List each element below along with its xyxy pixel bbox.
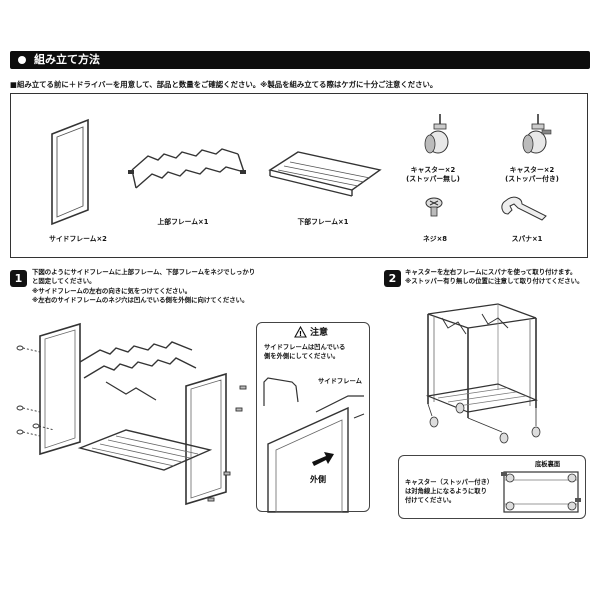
- caution-line-1: サイドフレームは凹んでいる: [264, 344, 346, 351]
- bottom-frame-drawing: [268, 151, 382, 197]
- screw-icon: [425, 197, 443, 217]
- bottom-view-drawing: [501, 471, 581, 513]
- bottom-view-note-2: は対角線上になるように取り: [405, 488, 487, 495]
- step-2-assembly-drawing: [425, 303, 541, 444]
- step-1-line-4: ※左右のサイドフレームのネジ穴は凹んでいる側を外側に向けてください。: [32, 296, 249, 304]
- top-frame-label: 上部フレーム×1: [157, 218, 209, 226]
- intro-text: ■組み立てる前に＋ドライバーを用意して、部品と数量をご確認ください。※製品を組み…: [10, 80, 438, 89]
- caution-detail-drawing: [263, 377, 365, 513]
- screw-label: ネジ×8: [422, 235, 448, 243]
- caution-title: 注意: [310, 328, 329, 338]
- spanner-icon: [501, 196, 547, 221]
- caution-box: [256, 322, 370, 512]
- section-title: 組み立て方法: [34, 53, 100, 66]
- section-title-bar: 組み立て方法: [10, 51, 590, 69]
- caster-stopper-icon: [522, 114, 552, 154]
- top-frame-drawing: [128, 148, 246, 189]
- spanner-label: スパナ×1: [511, 235, 543, 243]
- caster-no-stopper-label: キャスター×2: [410, 166, 456, 174]
- bottom-frame-label: 下部フレーム×1: [297, 218, 349, 226]
- step-1-line-1: 下図のようにサイドフレームに上部フレーム、下部フレームをネジでしっかり: [32, 268, 256, 276]
- step-1-assembly-drawing: [16, 322, 247, 506]
- caster-stopper-label: キャスター×2: [509, 166, 555, 174]
- caution-outside-label: 外側: [310, 475, 326, 484]
- step-2-badge: 2: [384, 270, 401, 287]
- bottom-view-box: [398, 455, 586, 519]
- caster-stopper-note: (ストッパー付き): [505, 175, 559, 183]
- caster-icon: [424, 114, 449, 154]
- side-frame-drawing: [51, 118, 89, 226]
- caution-line-2: 側を外側にしてください。: [264, 353, 340, 360]
- bottom-view-note-1: キャスター（ストッパー付き）: [405, 479, 494, 486]
- bottom-view-note-3: 付けてください。: [405, 497, 456, 504]
- bottom-view-label: 底板裏面: [535, 461, 561, 468]
- step-1-badge: 1: [10, 270, 27, 287]
- bullet-dot-icon: [18, 56, 26, 64]
- step-2-line-2: ※ストッパー有り無しの位置に注意して取り付けてください。: [405, 277, 584, 285]
- step-2-line-1: キャスターを左右フレームにスパナを使って取り付けます。: [405, 268, 577, 276]
- side-frame-label: サイドフレーム×2: [49, 235, 107, 243]
- caster-no-stopper-note: (ストッパー無し): [406, 175, 460, 183]
- step-1-line-2: と固定してください。: [32, 277, 96, 285]
- step-1-line-3: ※サイドフレームの左右の向きに気をつけてください。: [32, 287, 192, 295]
- caution-side-frame-label: サイドフレーム: [318, 378, 362, 385]
- warning-icon: !: [294, 325, 307, 338]
- svg-text:!: !: [299, 330, 302, 338]
- parts-list-box: [10, 93, 588, 258]
